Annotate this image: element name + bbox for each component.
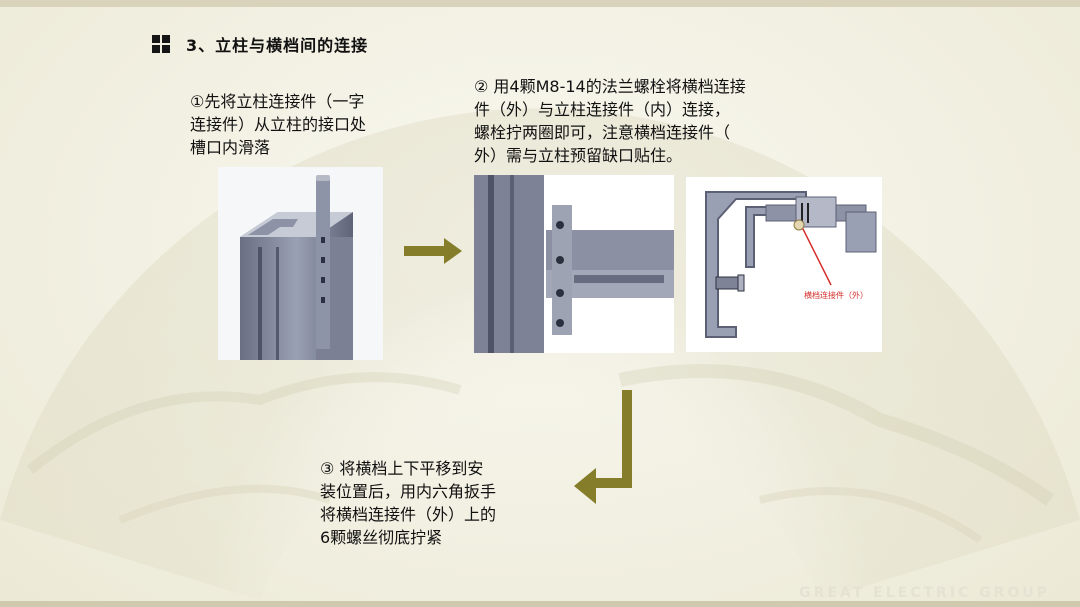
- title-text: 3、立柱与横档间的连接: [186, 36, 369, 55]
- step-3-line-4: 6颗螺丝彻底拧紧: [320, 528, 443, 547]
- step-1-text: ①先将立柱连接件（一字 连接件）从立柱的接口处 槽口内滑落: [190, 90, 420, 159]
- step-3-text: ③ 将横档上下平移到安 装位置后，用内六角扳手 将横档连接件（外）上的 6颗螺丝…: [320, 457, 560, 549]
- step-2-line-1: ② 用4颗M8-14的法兰螺栓将横档连接: [474, 77, 746, 96]
- step-2-line-4: 外）需与立柱预留缺口贴住。: [474, 146, 683, 165]
- cross-section-image: [686, 177, 882, 352]
- slide-title: 3、立柱与横档间的连接: [152, 32, 368, 56]
- arrow-down-left-icon: [574, 390, 632, 504]
- step-2-text: ② 用4颗M8-14的法兰螺栓将横档连接 件（外）与立柱连接件（内）连接， 螺栓…: [474, 75, 819, 167]
- crossbar-connection-image: [474, 175, 674, 353]
- four-square-bullet-icon: [152, 35, 170, 53]
- arrow-right-icon: [404, 238, 462, 264]
- column-connector-image: [218, 167, 383, 360]
- watermark: GREAT ELECTRIC GROUP: [799, 585, 1050, 601]
- step-1-line-1: ①先将立柱连接件（一字: [190, 92, 365, 111]
- top-band: [0, 0, 1080, 7]
- step-2-line-2: 件（外）与立柱连接件（内）连接，: [474, 100, 731, 119]
- callout-label: 横档连接件（外）: [804, 291, 868, 300]
- step-1-line-2: 连接件）从立柱的接口处: [190, 115, 367, 134]
- step-1-line-3: 槽口内滑落: [190, 138, 271, 157]
- step-2-line-3: 螺栓拧两圈即可，注意横档连接件（: [474, 123, 731, 142]
- step-3-line-1: ③ 将横档上下平移到安: [320, 459, 484, 478]
- step-3-line-2: 装位置后，用内六角扳手: [320, 482, 497, 501]
- bottom-band: [0, 601, 1080, 607]
- step-3-line-3: 将横档连接件（外）上的: [320, 505, 497, 524]
